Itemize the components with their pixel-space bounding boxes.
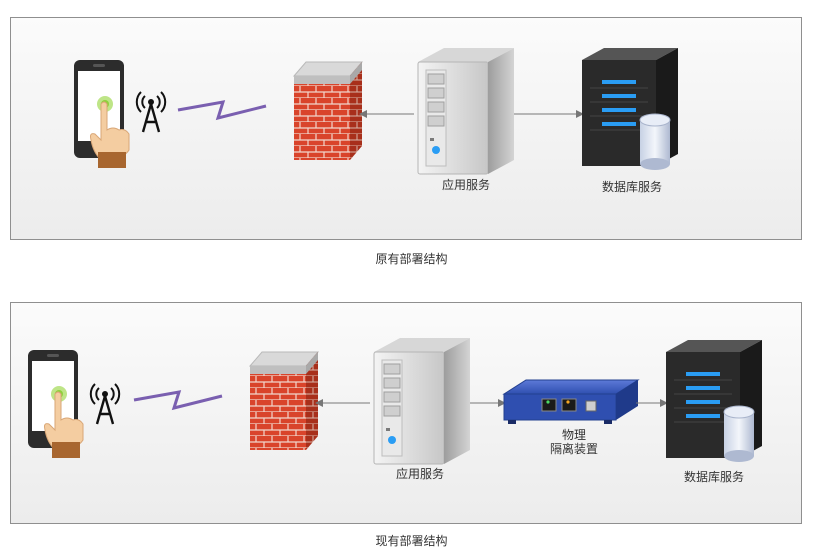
app-server-icon [417, 47, 515, 175]
app-server-label: 应用服务 [395, 467, 444, 481]
original-deployment-caption: 原有部署结构 [375, 252, 448, 266]
app-server-icon [373, 337, 471, 465]
db-server-label: 数据库服务 [683, 470, 744, 484]
db-server-label: 数据库服务 [601, 180, 662, 194]
wireless-antenna-icon [89, 382, 121, 426]
database-server-icon [665, 339, 763, 463]
wireless-link-bolt-icon [176, 100, 268, 120]
wireless-antenna-icon [135, 90, 167, 134]
smartphone-hand-icon [73, 59, 130, 169]
database-server-icon [581, 47, 679, 171]
current-deployment-caption: 现有部署结构 [375, 534, 448, 548]
firewall-icon [293, 61, 363, 161]
isolation-device-label-line1: 物理 [561, 428, 586, 442]
smartphone-hand-icon [27, 349, 84, 459]
isolation-device-label-line2: 隔离装置 [549, 442, 598, 456]
app-server-label: 应用服务 [441, 178, 490, 192]
firewall-icon [249, 351, 319, 451]
isolation-device-icon [503, 379, 639, 425]
wireless-link-bolt-icon [132, 390, 224, 410]
